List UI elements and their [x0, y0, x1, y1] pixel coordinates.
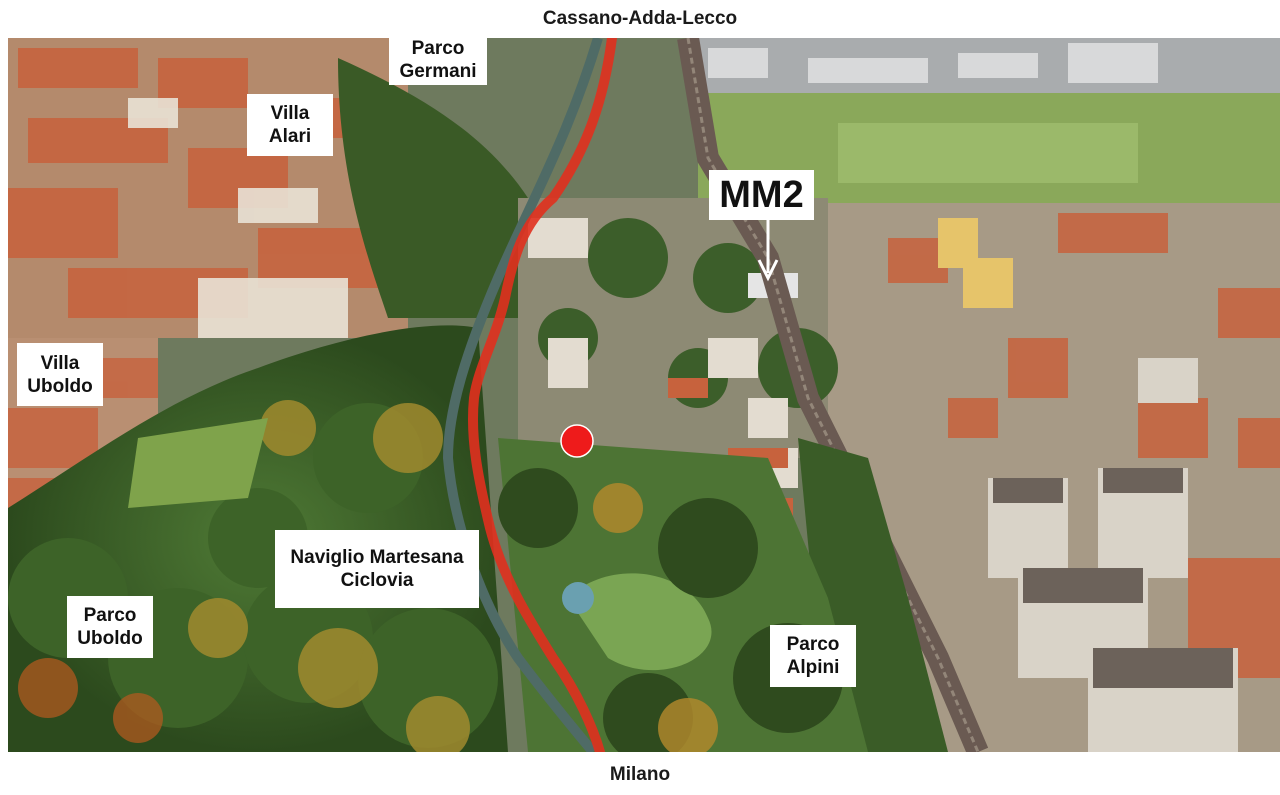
canal	[442, 38, 603, 752]
label-parco-alpini-line1: Parco	[786, 634, 840, 655]
label-naviglio-line1: Naviglio Martesana	[290, 547, 464, 568]
label-parco-alpini-line2: Alpini	[786, 657, 840, 678]
bottom-direction-label: Milano	[609, 764, 671, 785]
label-parco-germani-line2: Germani	[399, 60, 477, 82]
label-parco-germani-line1: Parco	[411, 37, 465, 59]
cycle-route	[467, 38, 617, 752]
station-arrow	[757, 220, 779, 282]
label-villa-alari-line1: Villa	[270, 103, 310, 124]
label-naviglio-line2: Ciclovia	[340, 570, 414, 591]
label-parco-alpini: Parco Alpini	[770, 625, 856, 687]
label-parco-germani: Parco Germani	[389, 38, 487, 85]
label-parco-uboldo: Parco Uboldo	[67, 596, 153, 658]
label-villa-uboldo-line1: Villa	[40, 352, 80, 374]
label-parco-uboldo-line2: Uboldo	[77, 628, 143, 649]
location-marker	[560, 424, 594, 458]
label-parco-uboldo-line1: Parco	[83, 605, 137, 626]
label-mm2-station: MM2	[709, 170, 814, 220]
top-direction-label: Cassano-Adda-Lecco	[542, 8, 738, 29]
aerial-photo	[8, 38, 1280, 752]
label-villa-alari-line2: Alari	[268, 126, 312, 147]
label-villa-uboldo-line2: Uboldo	[27, 375, 93, 397]
label-villa-uboldo: Villa Uboldo	[17, 343, 103, 406]
label-naviglio-martesana: Naviglio Martesana Ciclovia	[275, 530, 479, 608]
lawn	[128, 418, 268, 508]
canal-trees-north	[338, 58, 528, 318]
label-villa-alari: Villa Alari	[247, 94, 333, 156]
